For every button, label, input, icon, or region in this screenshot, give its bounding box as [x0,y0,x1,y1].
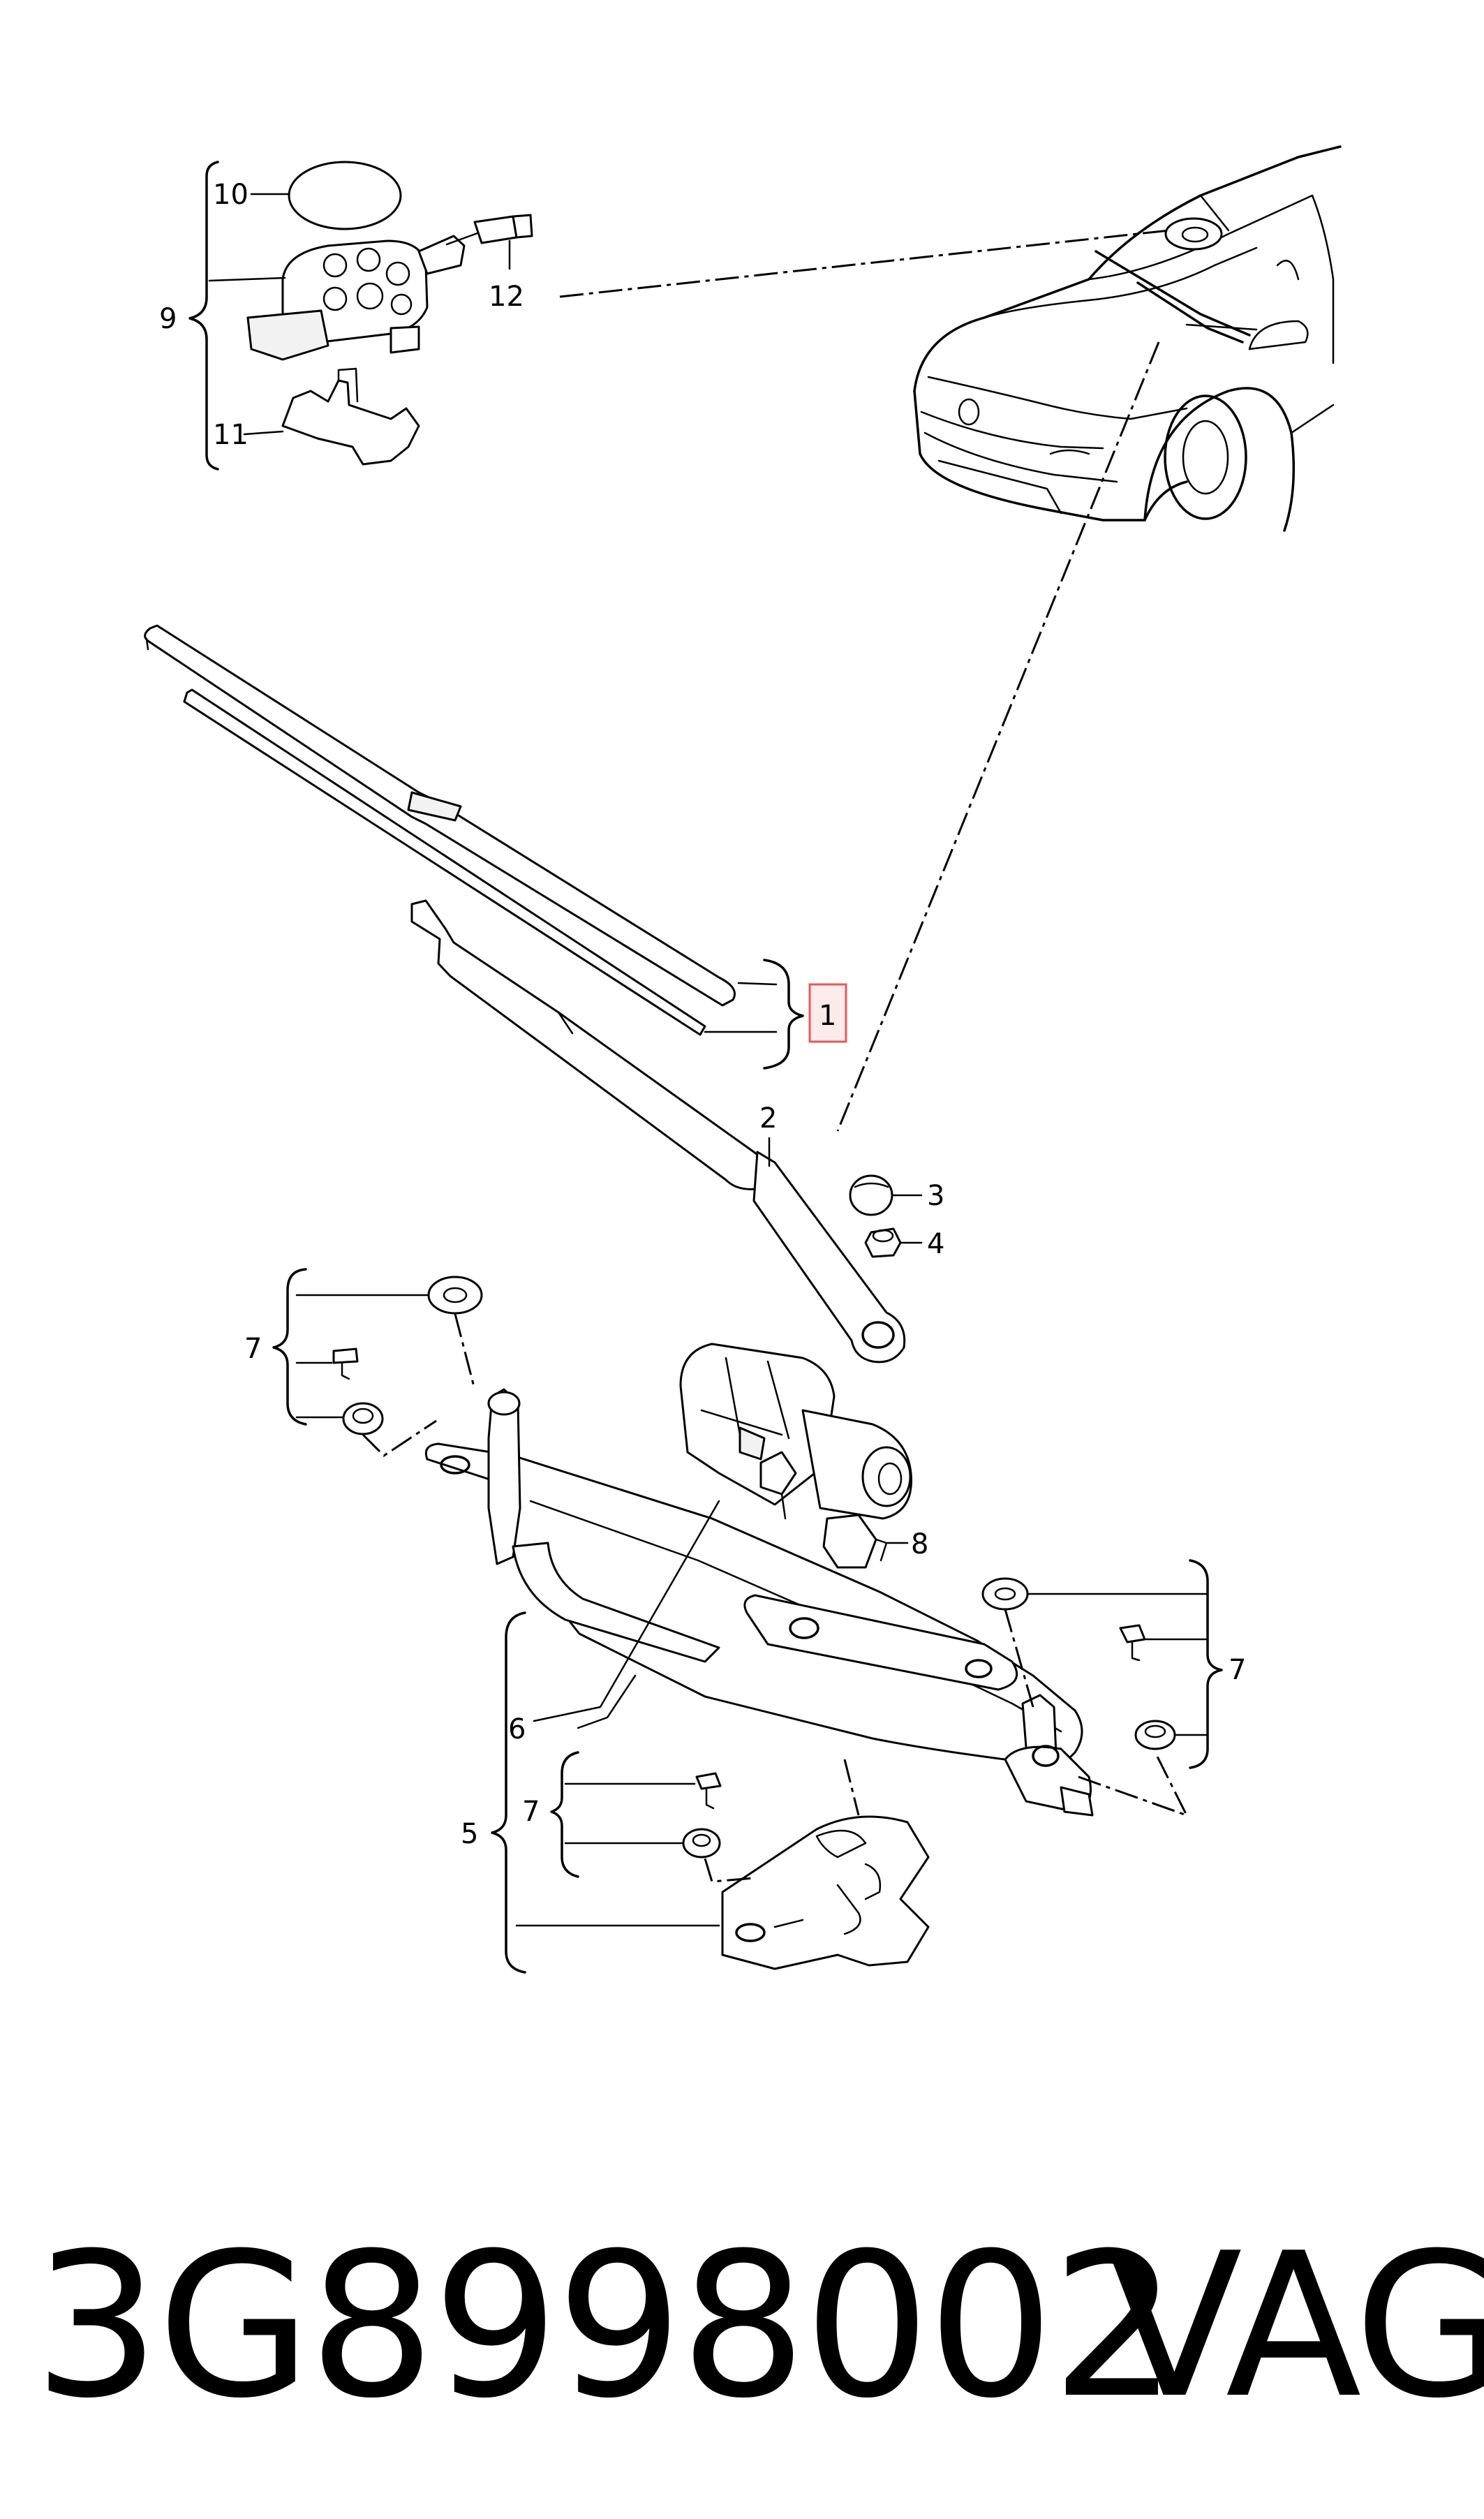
callout-7-left: 7 [244,1333,262,1365]
callout-1: 1 [819,1000,836,1032]
seal-ring-part-10 [288,161,402,230]
callout-12: 12 [489,281,524,313]
bracket-9 [188,161,219,471]
callout-11: 11 [213,419,248,451]
wiper-arm-part-2 [410,899,906,1364]
left-fastener-group [272,1268,483,1457]
wiper-blade-assembly [144,624,804,1070]
callout-4: 4 [927,1228,944,1260]
right-fastener-group [981,1559,1223,1817]
wiper-linkage-frame [424,1388,1094,1970]
part-number: 3G8998002 [34,2210,1178,2442]
leader-car-to-sensor [559,229,1170,298]
cap-part-3 [849,1174,923,1216]
callout-7-right: 7 [1229,1654,1246,1686]
callout-6: 6 [508,1713,526,1745]
callout-7-center: 7 [522,1796,540,1828]
callout-5: 5 [461,1818,478,1850]
callout-3: 3 [927,1180,944,1212]
clip-part-11 [281,379,420,466]
callout-8: 8 [911,1528,928,1560]
callout-2: 2 [759,1102,777,1135]
callout-9: 9 [159,303,177,335]
center-fastener-group [491,1500,860,1974]
nut-part-4 [864,1227,923,1258]
callout-labels: 1 2 3 4 5 6 7 7 7 8 9 10 11 12 [159,179,1246,1850]
leader-car-to-linkage [836,341,1160,1132]
car-illustration [913,145,1342,532]
highlight-box-part-1 [808,983,847,1043]
callout-10: 10 [213,179,248,211]
rain-sensor-group [188,161,533,471]
wiper-motor [679,1343,912,1520]
connector-part-8 [822,1514,909,1569]
brand-label: VAG [1106,2210,1484,2442]
